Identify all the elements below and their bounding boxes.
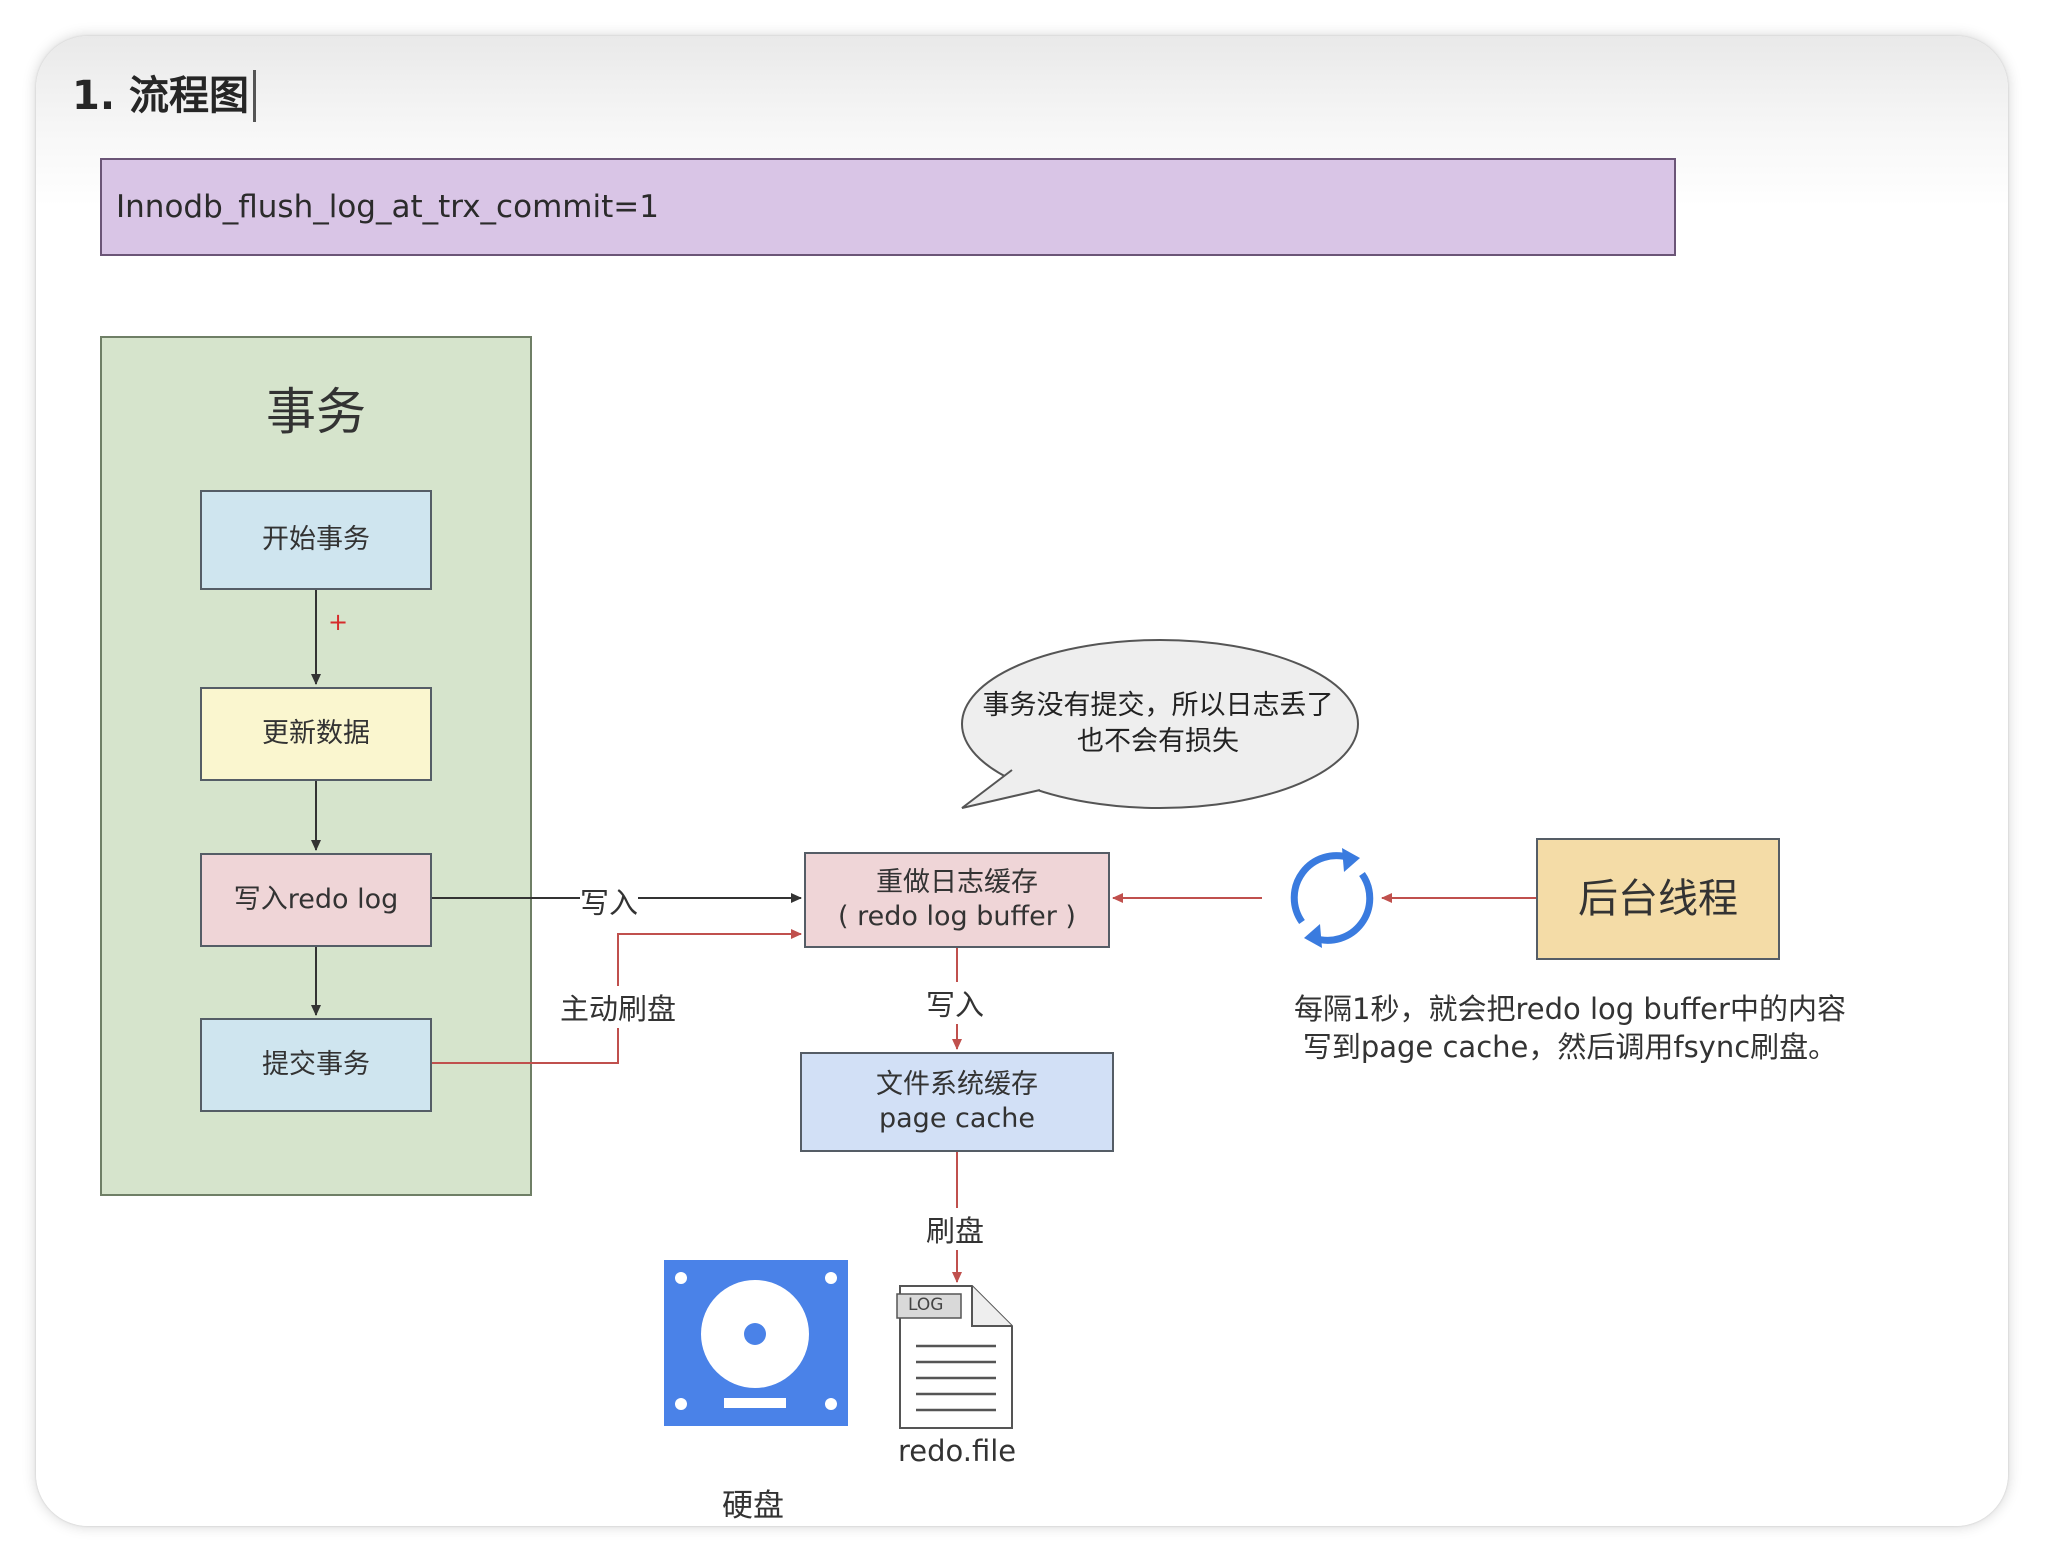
speech-bubble-text: 事务没有提交，所以日志丢了 也不会有损失 <box>958 688 1358 760</box>
plus-icon: + <box>328 608 348 636</box>
step-start-transaction-label: 开始事务 <box>262 524 370 555</box>
background-thread-box: 后台线程 <box>1536 838 1780 960</box>
diagram-card: 1. 流程图 Innodb_flush_log_at_trx_commit=1 … <box>36 36 2008 1526</box>
step-update-data-label: 更新数据 <box>262 718 370 749</box>
redo-log-buffer-box: 重做日志缓存 ( redo log buffer ) <box>804 852 1110 948</box>
background-thread-label: 后台线程 <box>1578 876 1738 922</box>
step-write-redo-log: 写入redo log <box>200 853 432 947</box>
speech-bubble-line1: 事务没有提交，所以日志丢了 <box>982 690 1334 721</box>
redo-file-label: redo.file <box>898 1434 1017 1468</box>
speech-bubble-shape <box>961 639 1359 809</box>
log-file-icon <box>896 1285 1013 1429</box>
config-setting-bar: Innodb_flush_log_at_trx_commit=1 <box>100 158 1676 256</box>
step-commit-transaction-label: 提交事务 <box>262 1049 370 1080</box>
edge-label-active-flush: 主动刷盘 <box>560 986 677 1028</box>
page-cache-line1: 文件系统缓存 <box>876 1069 1038 1100</box>
step-commit-transaction: 提交事务 <box>200 1018 432 1112</box>
speech-bubble-line2: 也不会有损失 <box>1077 726 1239 757</box>
log-icon-tag: LOG <box>908 1295 944 1315</box>
description-line1: 每隔1秒，就会把redo log buffer中的内容 <box>1294 992 1846 1026</box>
edge-label-write-down: 写入 <box>926 982 985 1024</box>
edge-label-flush: 刷盘 <box>926 1208 985 1250</box>
redo-log-buffer-line1: 重做日志缓存 <box>876 867 1038 898</box>
transaction-title: 事务 <box>266 383 366 441</box>
refresh-cycle-icon <box>1290 848 1374 948</box>
step-update-data: 更新数据 <box>200 687 432 781</box>
step-write-redo-log-label: 写入redo log <box>233 884 399 915</box>
step-start-transaction: 开始事务 <box>200 490 432 590</box>
disk-label: 硬盘 <box>722 1488 784 1524</box>
edge-label-write: 写入 <box>580 880 639 922</box>
page-cache-line2: page cache <box>879 1103 1035 1134</box>
hard-disk-icon <box>664 1260 848 1426</box>
background-thread-description: 每隔1秒，就会把redo log buffer中的内容 写到page cache… <box>1280 990 1860 1066</box>
description-line2: 写到page cache，然后调用fsync刷盘。 <box>1302 1030 1838 1064</box>
page-cache-box: 文件系统缓存 page cache <box>800 1052 1114 1152</box>
redo-log-buffer-line2: ( redo log buffer ) <box>838 901 1076 932</box>
section-heading: 1. 流程图 <box>72 70 256 122</box>
